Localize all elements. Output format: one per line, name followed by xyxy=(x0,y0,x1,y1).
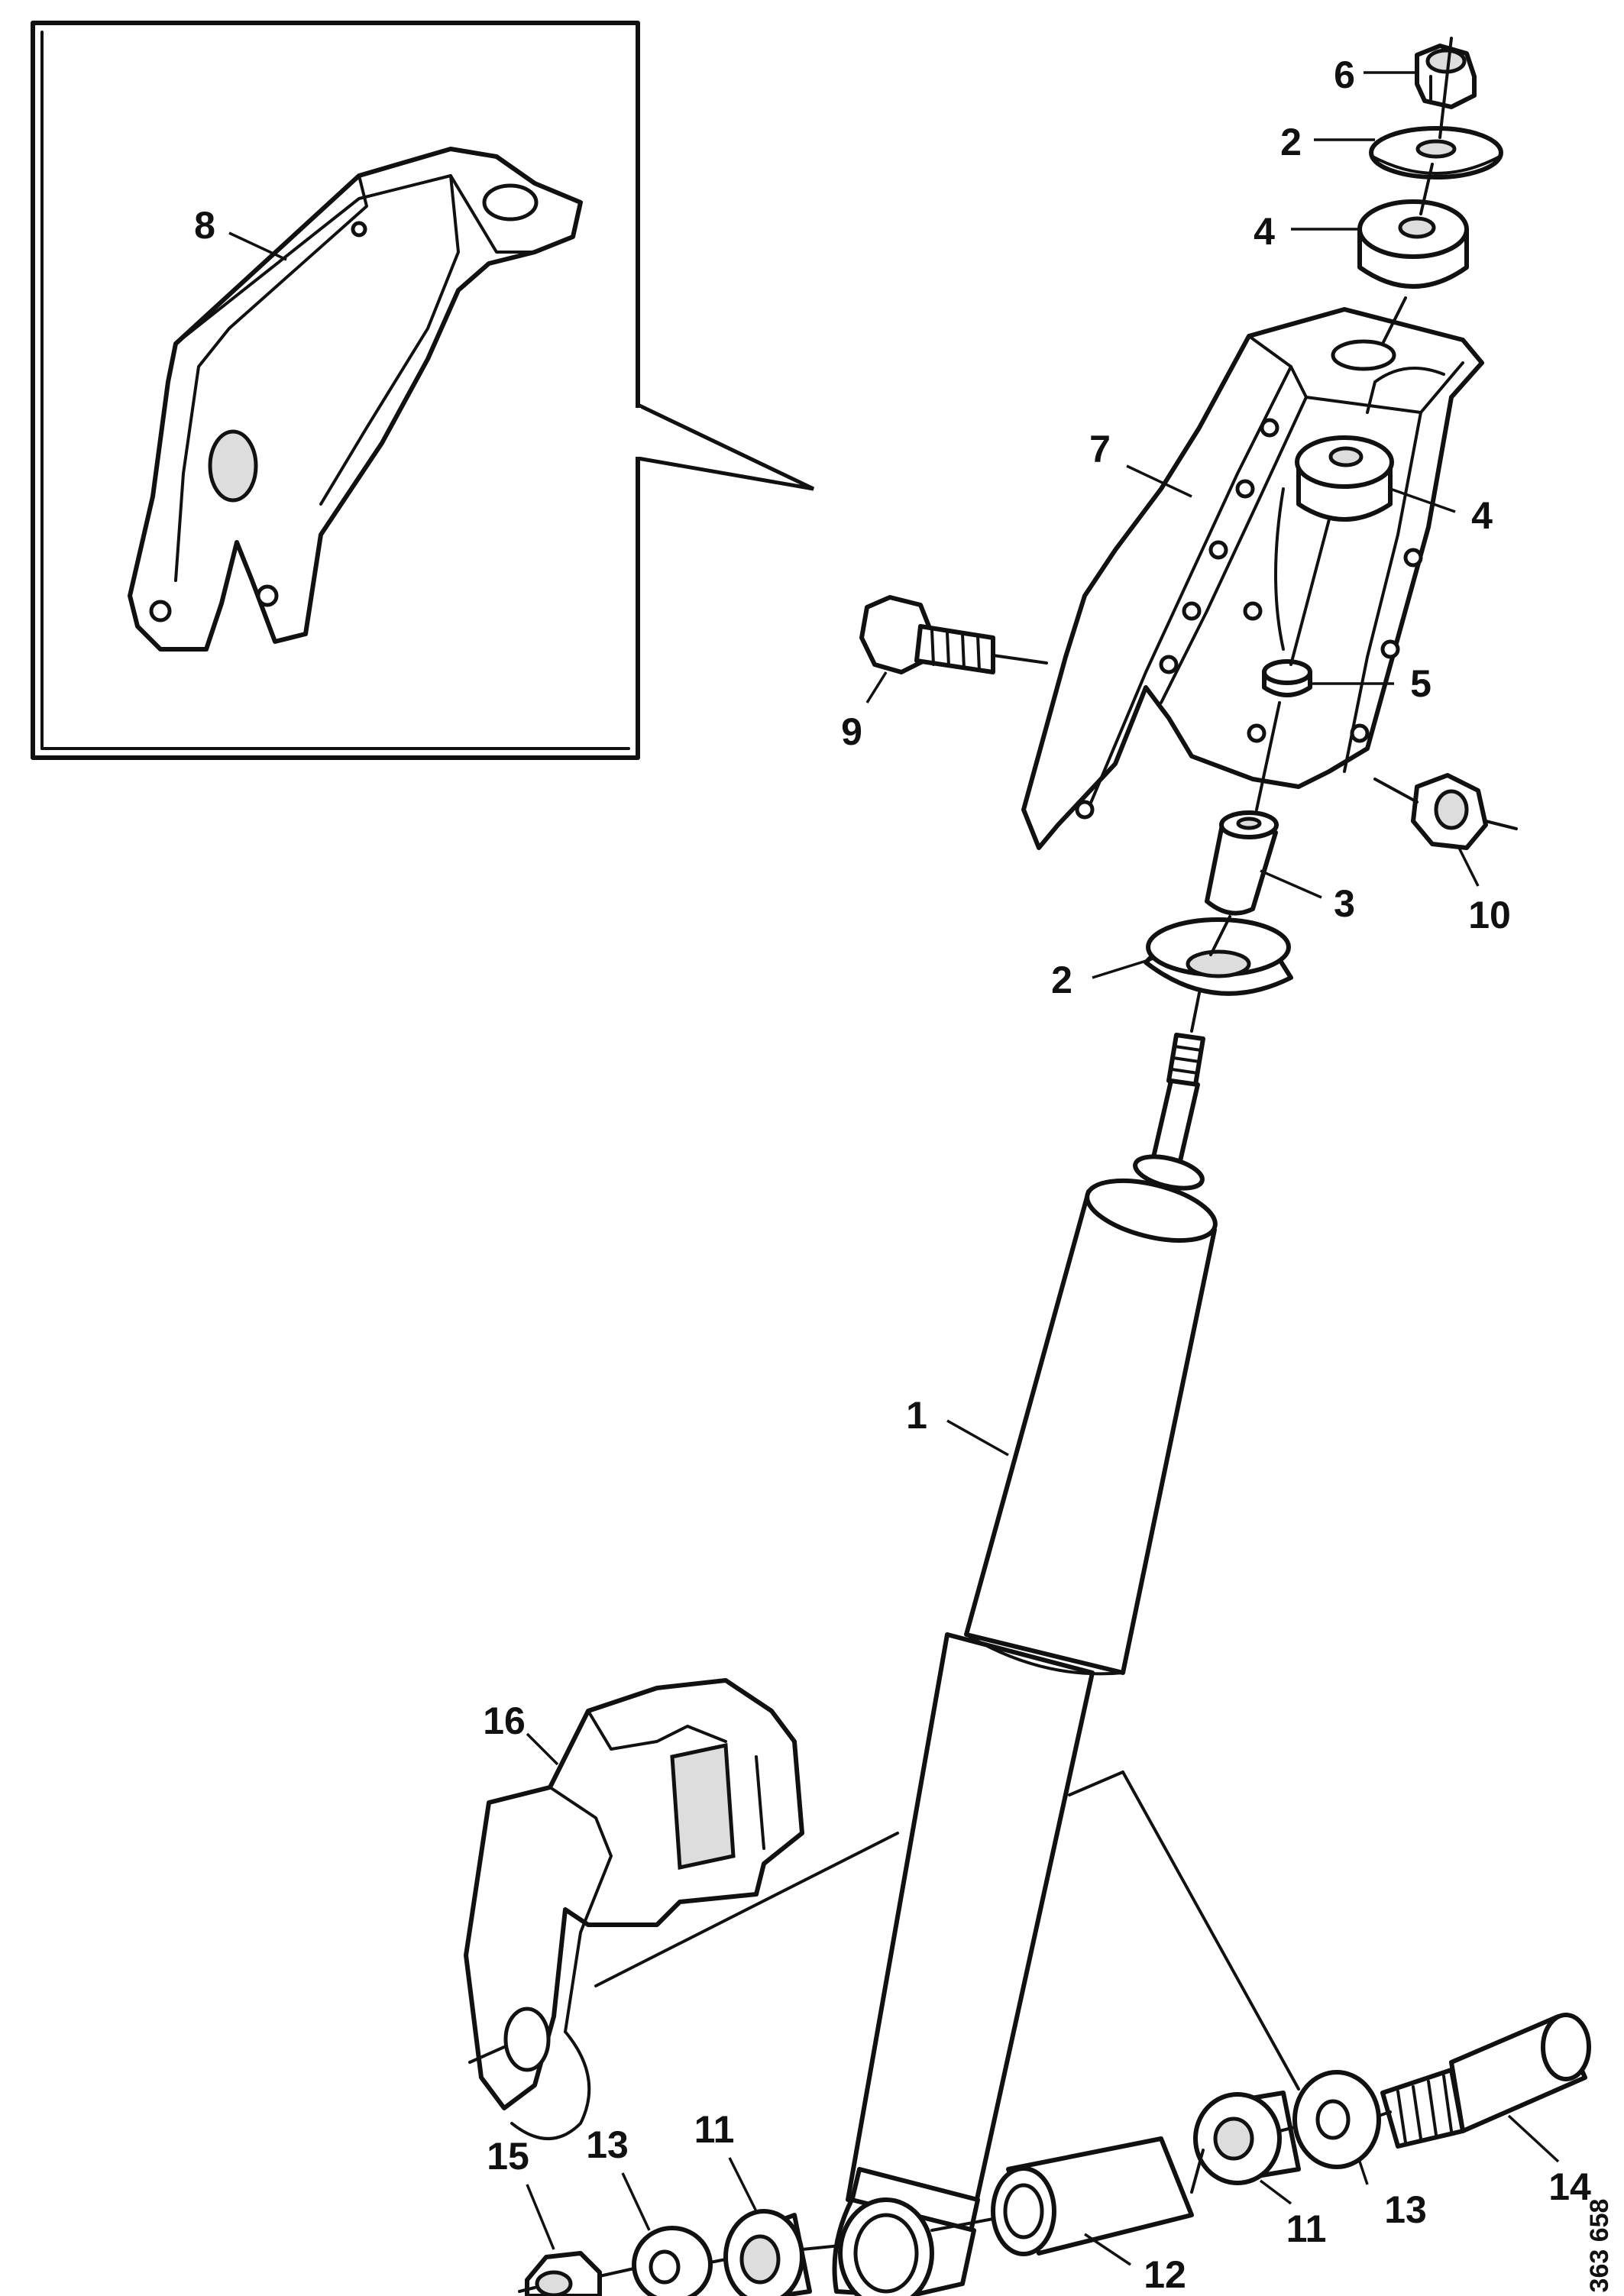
leader-lines xyxy=(228,71,1560,2266)
callout-15: 15 xyxy=(487,2135,529,2178)
inset-detail-frame xyxy=(31,21,815,760)
bolt-part-9 xyxy=(859,595,995,674)
callout-2-top: 2 xyxy=(1280,121,1302,163)
bushing-part-11-right xyxy=(1193,2091,1301,2185)
callout-14: 14 xyxy=(1548,2165,1591,2208)
bushing-part-4-top xyxy=(1357,199,1469,289)
washer-part-2-top xyxy=(1369,126,1503,179)
callout-12: 12 xyxy=(1144,2253,1186,2296)
assembly-lines xyxy=(468,37,1518,2293)
washer-part-13-left xyxy=(632,2226,713,2296)
callout-4-mid: 4 xyxy=(1471,494,1493,537)
callout-3: 3 xyxy=(1334,882,1355,925)
bushing-part-4-lower xyxy=(1295,435,1394,522)
shock-absorber-part-1 xyxy=(832,1033,1218,2296)
bracket-inset-part-8 xyxy=(128,147,583,652)
callout-labels: 6 2 4 8 7 4 5 9 10 3 2 1 16 14 13 11 12 … xyxy=(194,53,1591,2296)
bolt-part-14 xyxy=(1380,2013,1591,2149)
callout-16: 16 xyxy=(483,1699,526,1742)
callout-9: 9 xyxy=(841,710,862,753)
nut-part-15 xyxy=(525,2251,602,2296)
nut-part-10 xyxy=(1411,773,1488,850)
callout-11-left: 11 xyxy=(694,2108,735,2151)
callout-6: 6 xyxy=(1334,53,1355,96)
callout-4-top: 4 xyxy=(1254,210,1275,253)
callout-2-mid: 2 xyxy=(1051,959,1072,1001)
washer-part-13-right xyxy=(1292,2070,1381,2169)
sleeve-part-12 xyxy=(991,2136,1194,2256)
callout-13-left: 13 xyxy=(586,2123,629,2166)
spacer-part-5 xyxy=(1262,659,1312,697)
sleeve-part-3 xyxy=(1205,810,1279,916)
callout-8: 8 xyxy=(194,204,215,247)
document-number: 363 658 xyxy=(1585,2199,1614,2293)
bracket-part-16 xyxy=(464,1678,804,2140)
bushing-part-11-left xyxy=(723,2209,812,2296)
callout-11-right: 11 xyxy=(1286,2207,1327,2250)
callout-7: 7 xyxy=(1089,428,1111,471)
cup-washer-part-2-lower xyxy=(1144,917,1293,996)
callout-5: 5 xyxy=(1410,662,1432,705)
bracket-part-7 xyxy=(1021,307,1484,850)
callout-13-right: 13 xyxy=(1384,2188,1427,2231)
callout-10: 10 xyxy=(1468,894,1511,936)
callout-1: 1 xyxy=(906,1394,927,1437)
